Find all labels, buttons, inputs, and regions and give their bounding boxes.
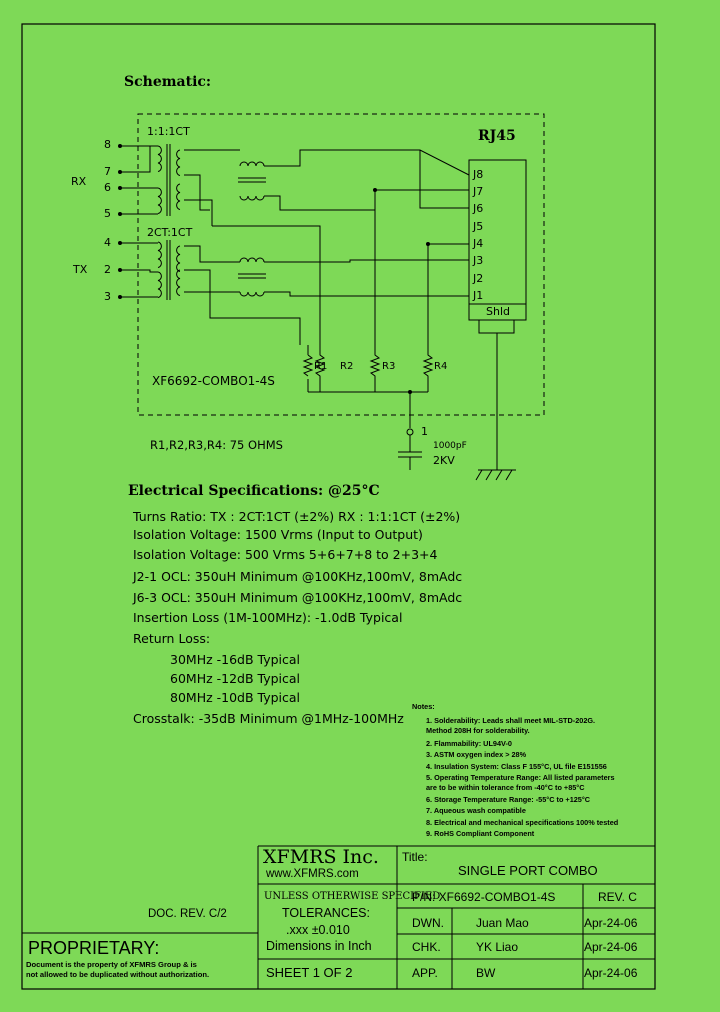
chk-name: YK Liao	[476, 940, 519, 954]
resistor-label: R1	[314, 361, 328, 372]
tolerance-value: .xxx ±0.010	[286, 923, 350, 937]
tolerance-header: UNLESS OTHERWISE SPECIFIED	[264, 891, 441, 902]
rx-ratio-label: 1:1:1CT	[147, 125, 190, 138]
note-item: 6. Storage Temperature Range: -55°C to +…	[426, 795, 591, 804]
pin-label: 8	[104, 138, 111, 151]
dwn-date: Apr-24-06	[584, 916, 638, 930]
rj45-pin-label: J6	[473, 202, 484, 215]
revision: REV. C	[598, 890, 637, 904]
tx-ratio-label: 2CT:1CT	[147, 226, 193, 239]
resistor-note: R1,R2,R3,R4: 75 OHMS	[150, 438, 283, 452]
cap-pin-label: 1	[421, 425, 428, 438]
company-website: www.XFMRS.com	[266, 868, 359, 880]
spec-line: Isolation Voltage: 500 Vrms 5+6+7+8 to 2…	[133, 547, 438, 562]
tx-label: TX	[73, 263, 88, 276]
schematic-heading: Schematic:	[124, 74, 212, 90]
cap-voltage: 2KV	[433, 454, 455, 467]
part-label: XF6692-COMBO1-4S	[152, 374, 275, 388]
note-item: 3. ASTM oxygen index > 28%	[426, 750, 527, 759]
company-name: XFMRS Inc.	[263, 846, 379, 868]
rj45-pin-label: J8	[473, 168, 484, 181]
part-number: P/N: XF6692-COMBO1-4S	[412, 890, 556, 904]
electrical-heading: Electrical Specifications: @25°C	[128, 483, 380, 499]
pin-label: 5	[104, 207, 111, 220]
resistor-label: R4	[434, 361, 448, 372]
rj45-pin-label: J3	[473, 254, 484, 267]
note-item: Method 208H for solderability.	[426, 726, 530, 735]
crosstalk-line: Crosstalk: -35dB Minimum @1MHz-100MHz	[133, 711, 404, 726]
spec-line: Isolation Voltage: 1500 Vrms (Input to O…	[133, 527, 423, 542]
pin-label: 4	[104, 236, 111, 249]
spec-line: Turns Ratio: TX : 2CT:1CT (±2%) RX : 1:1…	[133, 509, 461, 524]
note-item: 7. Aqueous wash compatible	[426, 806, 526, 815]
note-item: 5. Operating Temperature Range: All list…	[426, 773, 615, 782]
app-date: Apr-24-06	[584, 966, 638, 980]
return-loss-line: 80MHz -10dB Typical	[170, 690, 301, 705]
note-item: are to be within tolerance from -40°C to…	[426, 783, 585, 792]
chk-label: CHK.	[412, 940, 441, 954]
app-label: APP.	[412, 966, 438, 980]
dwn-label: DWN.	[412, 916, 444, 930]
proprietary-heading: PROPRIETARY:	[28, 938, 160, 958]
rj45-pin-label: J4	[473, 237, 484, 250]
schematic-diagram	[118, 113, 545, 481]
rj45-pin-label: J1	[473, 289, 484, 302]
return-loss-line: 30MHz -16dB Typical	[170, 652, 301, 667]
title-value: SINGLE PORT COMBO	[458, 863, 598, 878]
pin-label: 6	[104, 181, 111, 194]
note-item: 9. RoHS Compliant Component	[426, 829, 535, 838]
note-item: 2. Flammability: UL94V-0	[426, 739, 512, 748]
spec-line: Insertion Loss (1M-100MHz): -1.0dB Typic…	[133, 610, 403, 625]
spec-line: Return Loss:	[133, 631, 211, 646]
proprietary-line: Document is the property of XFMRS Group …	[26, 960, 197, 969]
notes-heading: Notes:	[412, 702, 435, 711]
app-name: BW	[476, 966, 496, 980]
rj45-title: RJ45	[478, 128, 516, 144]
dwn-name: Juan Mao	[476, 916, 529, 930]
resistor-label: R3	[382, 361, 396, 372]
spec-line: J6-3 OCL: 350uH Minimum @100KHz,100mV, 8…	[133, 590, 463, 605]
title-label: Title:	[402, 850, 428, 864]
return-loss-line: 60MHz -12dB Typical	[170, 671, 301, 686]
sheet-number: SHEET 1 OF 2	[266, 965, 353, 980]
rj45-pin-label: J2	[473, 272, 484, 285]
pin-label: 3	[104, 290, 111, 303]
spec-line: J2-1 OCL: 350uH Minimum @100KHz,100mV, 8…	[133, 569, 463, 584]
resistor-label: R2	[340, 361, 354, 372]
pin-label: 7	[104, 165, 111, 178]
rx-label: RX	[71, 175, 87, 188]
dimension-unit: Dimensions in Inch	[266, 939, 372, 953]
note-item: 4. Insulation System: Class F 155°C, UL …	[426, 762, 607, 771]
pin-label: 2	[104, 263, 111, 276]
doc-revision: DOC. REV. C/2	[148, 908, 227, 920]
chk-date: Apr-24-06	[584, 940, 638, 954]
cap-value: 1000pF	[433, 441, 467, 451]
note-item: 1. Solderability: Leads shall meet MIL-S…	[426, 716, 596, 725]
note-item: 8. Electrical and mechanical specificati…	[426, 818, 619, 827]
rj45-pin-label: J7	[473, 185, 484, 198]
rj45-pin-label: J5	[473, 220, 484, 233]
tolerance-label: TOLERANCES:	[282, 906, 370, 920]
proprietary-line: not allowed to be duplicated without aut…	[26, 970, 210, 979]
shield-label: Shld	[486, 305, 510, 318]
